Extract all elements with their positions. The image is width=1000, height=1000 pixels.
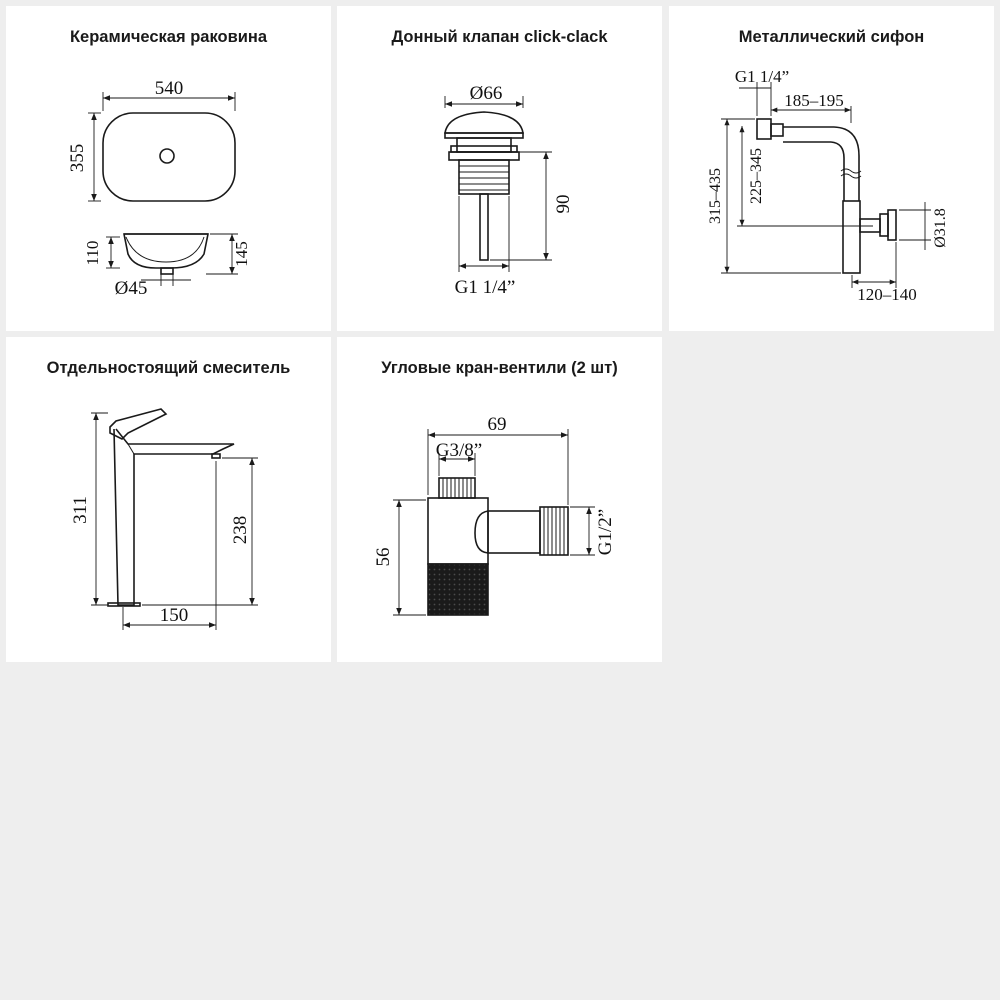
card-title: Отдельностоящий смеситель [46, 359, 291, 377]
dim-height: 90 [553, 195, 574, 214]
dim-depth: 355 [67, 144, 88, 173]
sink-drawing: 540 355 110 145 Ø45 [67, 78, 251, 299]
outlet-pipe [487, 510, 541, 554]
dim-thread: G1 1/4” [455, 277, 516, 298]
dim-wall-offset: 120–140 [857, 285, 917, 304]
dim-height-total: 311 [70, 496, 91, 524]
dim-outlet: Ø31.8 [932, 208, 949, 248]
angle-valve-drawing: 69 G3/8” 56 G1/2” [373, 414, 616, 616]
card-angle-valves: Угловые кран-вентили (2 шт) [337, 337, 662, 662]
mixer-drawing: 311 238 150 [70, 408, 258, 630]
valve-body [427, 497, 489, 565]
dim-height-inner: 225–345 [748, 148, 765, 204]
card-title: Донный клапан click-clack [391, 28, 608, 46]
dim-outlet-thread: G1/2” [595, 509, 616, 555]
dim-thread: G1 1/4” [735, 67, 789, 86]
card-freestanding-mixer: Отдельностоящий смеситель 311 [6, 337, 331, 662]
siphon-inlet [756, 118, 772, 140]
dim-height-total: 315–435 [707, 168, 724, 224]
mixer-handle [109, 408, 168, 440]
card-title: Керамическая раковина [69, 28, 268, 46]
valve-drawing: Ø66 90 G1 1/4” [444, 83, 574, 298]
card-title: Угловые кран-вентили (2 шт) [381, 359, 618, 377]
dim-length: 69 [488, 414, 507, 435]
valve-rod [479, 193, 489, 261]
dim-width: 540 [155, 78, 184, 99]
dim-cap-diameter: Ø66 [470, 83, 503, 104]
drain-hole [159, 148, 175, 164]
dim-spout-height: 238 [230, 516, 251, 545]
dim-height-outer: 145 [232, 241, 251, 267]
card-ceramic-sink: Керамическая раковина 540 355 [6, 6, 331, 331]
card-metal-siphon: Металлический сифон [669, 6, 994, 331]
dim-reach: 185–195 [784, 91, 844, 110]
dim-height: 56 [373, 548, 394, 567]
valve-cap [444, 111, 524, 134]
valve-knob [427, 563, 489, 616]
sink-top-outline [102, 112, 236, 202]
dim-height-inner: 110 [83, 241, 102, 266]
siphon-drawing: G1 1/4” 185–195 315–435 225–345 Ø31.8 12… [707, 67, 949, 304]
valve-body [458, 159, 510, 195]
dim-spout-reach: 150 [160, 605, 189, 626]
outlet-thread [539, 506, 569, 556]
card-drain-valve: Донный клапан click-clack [337, 6, 662, 331]
dim-drain: Ø45 [115, 278, 148, 299]
card-title: Металлический сифон [738, 28, 925, 46]
sink-side-outline [123, 233, 209, 269]
inlet-thread [438, 477, 476, 499]
siphon-trap [842, 200, 861, 274]
dim-inlet-thread: G3/8” [436, 440, 482, 461]
siphon-outlet [859, 218, 881, 233]
